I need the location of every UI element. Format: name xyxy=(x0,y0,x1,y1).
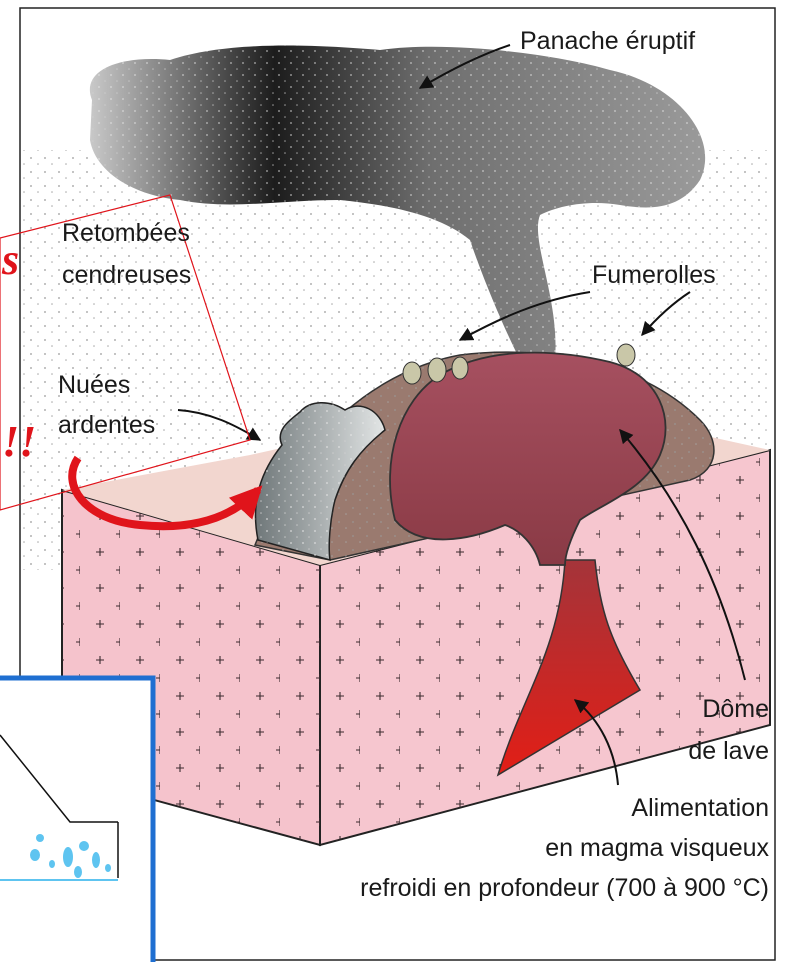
annotation-fragment-exclaim: !! xyxy=(2,420,36,464)
label-retombees-line1: Retombées xyxy=(62,218,190,248)
label-panache: Panache éruptif xyxy=(520,26,695,56)
label-alimentation-line3: refroidi en profondeur (700 à 900 °C) xyxy=(360,873,769,903)
annotation-fragment-s: s xyxy=(2,238,19,282)
label-nuees-line2: ardentes xyxy=(58,410,155,440)
label-nuees-line1: Nuées xyxy=(58,370,130,400)
label-fumerolles: Fumerolles xyxy=(592,260,716,290)
label-dome-line2: de lave xyxy=(688,736,769,766)
inset-box xyxy=(0,678,153,962)
label-retombees-line2: cendreuses xyxy=(62,260,191,290)
label-alimentation-line1: Alimentation xyxy=(631,793,769,823)
label-alimentation-line2: en magma visqueux xyxy=(545,833,769,863)
label-dome-line1: Dôme xyxy=(702,694,769,724)
